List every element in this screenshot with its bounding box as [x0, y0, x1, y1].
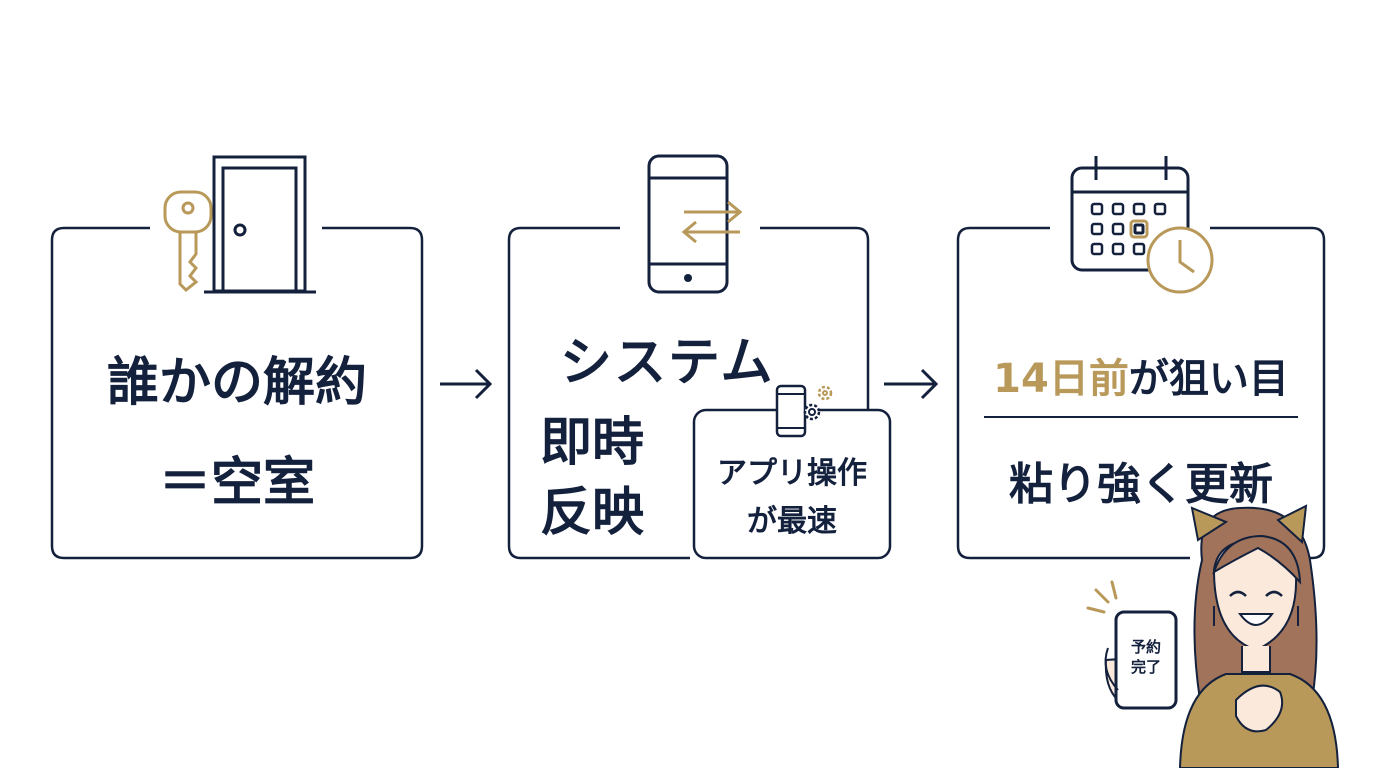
phone-sync-icon [647, 154, 743, 294]
step1-title-line1: 誰かの解約 [106, 353, 367, 413]
door-icon [204, 155, 316, 294]
step3-title-line1: 14日前が狙い目 [958, 346, 1324, 404]
cat-ear-woman-illustration [1086, 504, 1340, 768]
step2-title-line1: システム [560, 333, 775, 393]
step1-title-line2: ＝空室 [158, 453, 315, 513]
card-3-frame [956, 226, 1326, 560]
key-icon [163, 190, 213, 293]
calendar-icon [1070, 156, 1190, 272]
clock-icon [1146, 226, 1214, 294]
phone-screen-line2: 完了 [1130, 658, 1161, 676]
step2-sub-line2: が最速 [747, 504, 837, 539]
arrow-right-icon [884, 368, 939, 400]
step3-title-rest: が狙い目 [1128, 356, 1289, 402]
arrow-right-icon [440, 368, 493, 400]
phone-screen-line1: 予約 [1130, 638, 1161, 656]
phone-gear-icon [775, 384, 833, 438]
step2-title-line2: 即時 [540, 413, 645, 473]
card-1-frame [50, 226, 424, 560]
step2-title-line3: 反映 [540, 483, 645, 543]
step3-title-line2: 粘り強く更新 [1009, 459, 1273, 510]
step3-highlight: 14日前 [993, 356, 1129, 402]
step2-sub-line1: アプリ操作 [717, 456, 867, 491]
